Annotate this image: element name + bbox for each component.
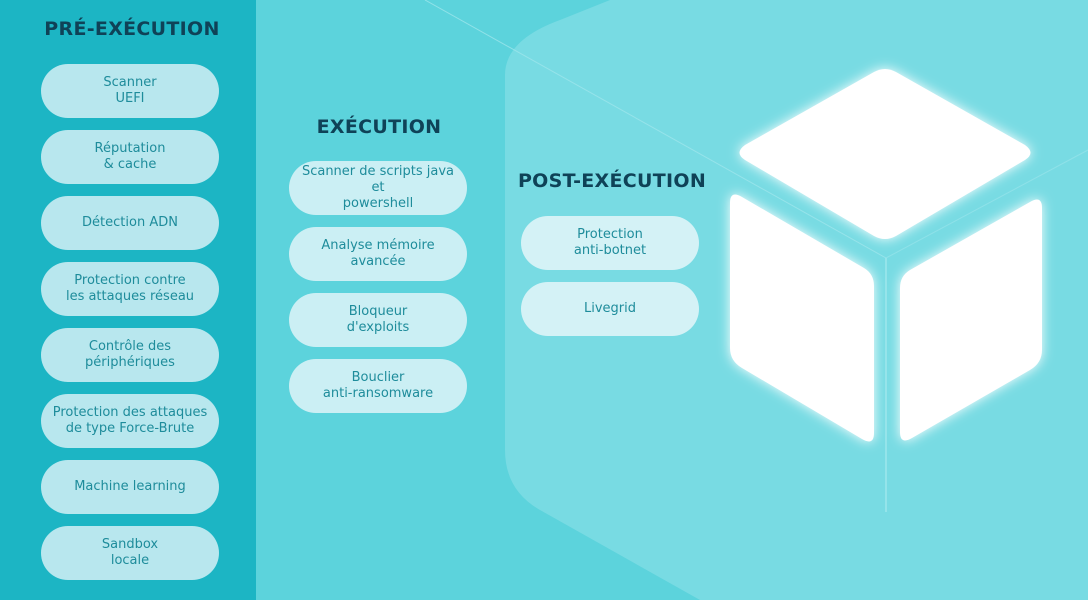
post-item-anti-botnet[interactable]: Protection anti-botnet — [521, 216, 699, 270]
cube-left-face — [730, 194, 874, 442]
pre-item-force-brute[interactable]: Protection des attaques de type Force-Br… — [41, 394, 219, 448]
pre-execution-heading: PRÉ-EXÉCUTION — [44, 18, 220, 40]
exe-item-analyse-memoire[interactable]: Analyse mémoire avancée — [289, 227, 467, 281]
execution-heading: EXÉCUTION — [316, 116, 442, 138]
post-item-livegrid[interactable]: Livegrid — [521, 282, 699, 336]
glowing-cube-icon — [730, 69, 1042, 442]
pre-item-reputation-cache[interactable]: Réputation & cache — [41, 130, 219, 184]
pre-item-scanner-uefi[interactable]: Scanner UEFI — [41, 64, 219, 118]
pre-item-protection-reseau[interactable]: Protection contre les attaques réseau — [41, 262, 219, 316]
exe-item-bloqueur-exploits[interactable]: Bloqueur d'exploits — [289, 293, 467, 347]
guide-line — [424, 0, 887, 259]
cube-top-face — [739, 69, 1031, 239]
pre-item-detection-adn[interactable]: Détection ADN — [41, 196, 219, 250]
exe-item-scanner-scripts[interactable]: Scanner de scripts java et powershell — [289, 161, 467, 215]
pre-item-controle-peripheriques[interactable]: Contrôle des périphériques — [41, 328, 219, 382]
post-execution-heading: POST-EXÉCUTION — [517, 170, 707, 192]
pre-item-sandbox-locale[interactable]: Sandbox locale — [41, 526, 219, 580]
cube-right-face — [900, 199, 1042, 441]
guide-line — [885, 149, 1088, 259]
exe-item-bouclier-ransomware[interactable]: Bouclier anti-ransomware — [289, 359, 467, 413]
pre-item-machine-learning[interactable]: Machine learning — [41, 460, 219, 514]
